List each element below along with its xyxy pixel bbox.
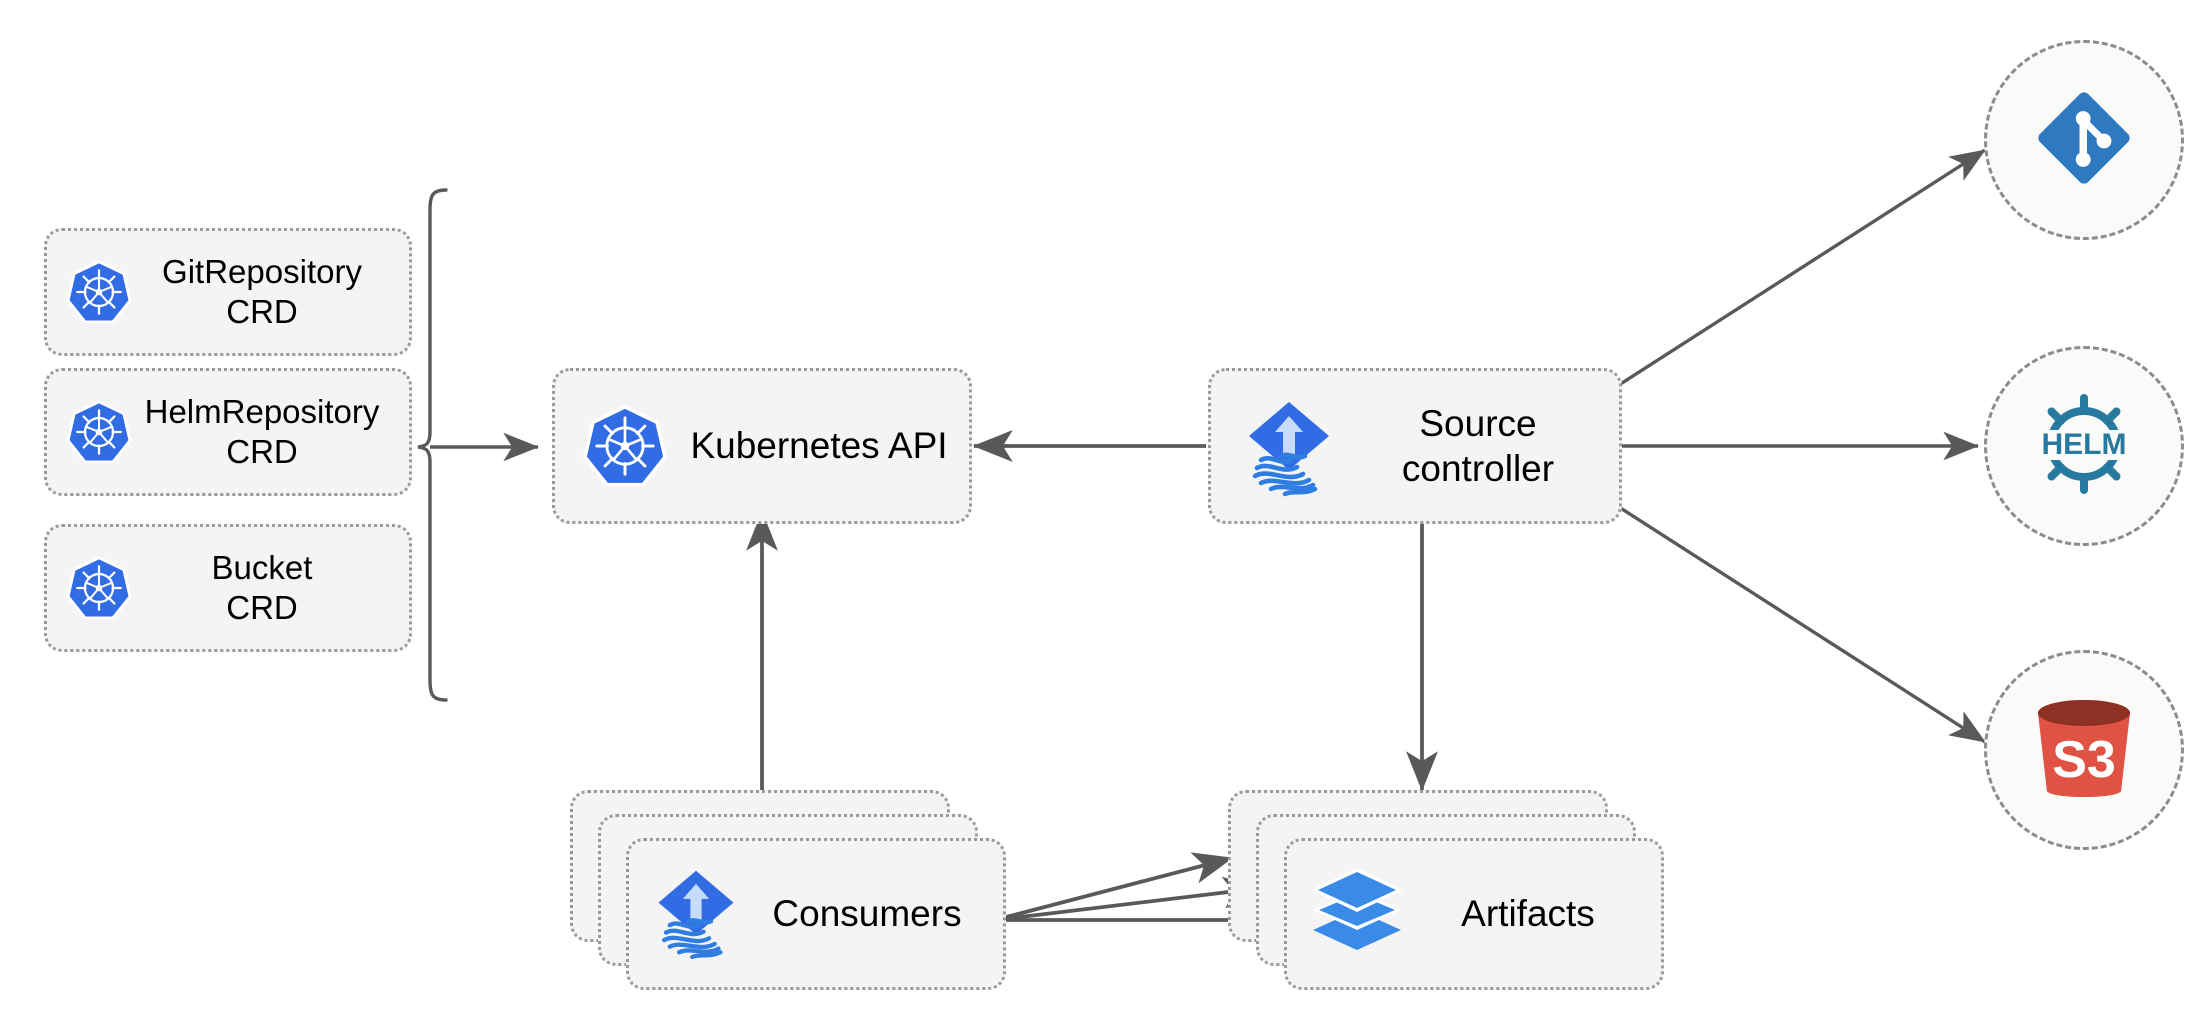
node-label: Consumers [772, 893, 962, 934]
git-icon [2024, 78, 2144, 203]
node-artifacts[interactable]: Artifacts [1284, 838, 1664, 990]
s3-wordmark: S3 [2052, 731, 2116, 789]
kubernetes-icon [65, 554, 133, 622]
node-label: Source controller [1401, 402, 1555, 489]
node-s3-backend[interactable]: S3 [1984, 650, 2184, 850]
crd-group-brace [417, 188, 448, 702]
node-label: HelmRepository CRD [144, 392, 380, 470]
kubernetes-icon [581, 402, 669, 490]
node-label: GitRepository CRD [162, 252, 362, 330]
node-kubernetes-api[interactable]: Kubernetes API [552, 368, 972, 524]
node-label: Artifacts [1461, 893, 1595, 934]
arrow-consumers-to-artifacts-1 [994, 852, 1234, 922]
node-git-backend[interactable] [1984, 40, 2184, 240]
node-source-controller[interactable]: Source controller [1208, 368, 1622, 524]
node-label: Kubernetes API [690, 425, 948, 467]
arrow-source-controller-to-git [1607, 148, 1986, 394]
layers-icon [1309, 866, 1405, 963]
flux-icon [651, 863, 741, 966]
node-helmrepository-crd[interactable]: HelmRepository CRD [44, 368, 412, 496]
s3-icon: S3 [2021, 687, 2147, 814]
node-consumers[interactable]: Consumers [626, 838, 1006, 990]
node-bucket-crd[interactable]: Bucket CRD [44, 524, 412, 652]
node-helm-backend[interactable]: HELM [1984, 346, 2184, 546]
arrow-consumers-to-artifacts-2 [994, 876, 1264, 922]
node-label: Bucket CRD [211, 548, 313, 626]
node-gitrepository-crd[interactable]: GitRepository CRD [44, 228, 412, 356]
helm-wordmark: HELM [2042, 428, 2127, 461]
arrow-source-controller-to-s3 [1607, 498, 1986, 744]
kubernetes-icon [65, 398, 133, 466]
flux-icon [1241, 394, 1337, 498]
helm-icon: HELM [2018, 378, 2150, 515]
kubernetes-icon [65, 258, 133, 326]
